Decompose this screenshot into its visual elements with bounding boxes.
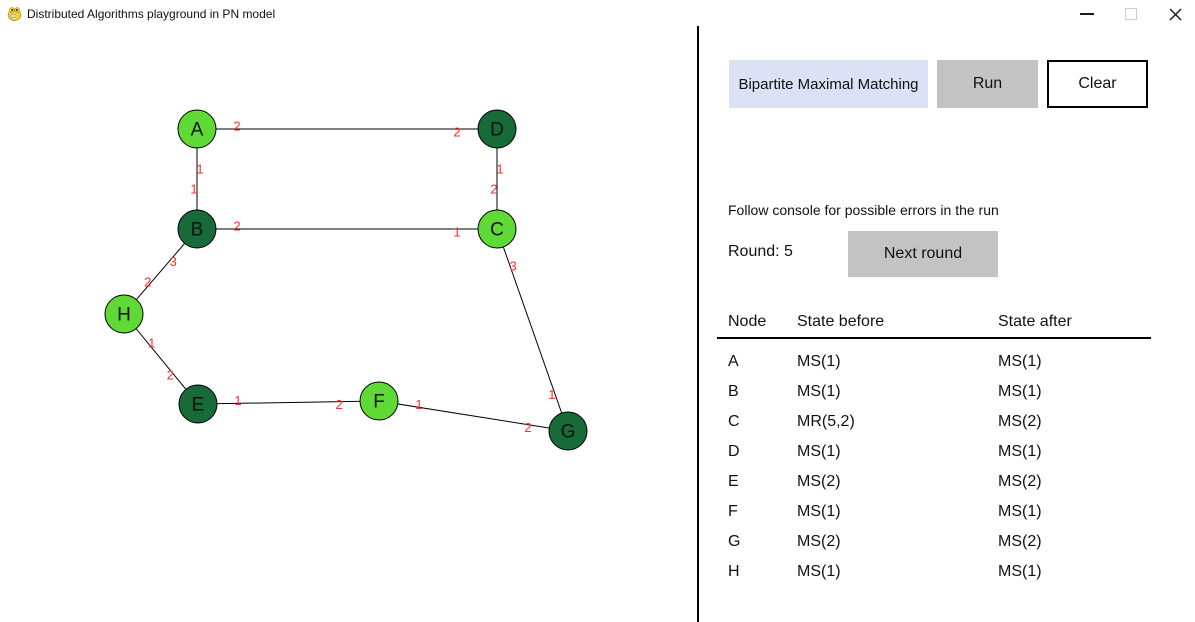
cell-node: A xyxy=(728,353,739,370)
cell-node: F xyxy=(728,503,738,520)
panel-divider xyxy=(697,26,699,622)
algorithm-label[interactable]: Bipartite Maximal Matching xyxy=(729,60,928,108)
graph-node-label-A: A xyxy=(191,120,204,141)
table-row: C MR(5,2) MS(2) xyxy=(728,407,1160,437)
header-state-before: State before xyxy=(797,313,885,330)
table-row: A MS(1) MS(1) xyxy=(728,347,1160,377)
port-label-B-3: 3 xyxy=(170,254,177,269)
cell-before: MS(1) xyxy=(797,353,841,370)
port-label-E-2: 2 xyxy=(167,368,174,383)
cell-node: C xyxy=(728,413,740,430)
port-label-H-1: 1 xyxy=(148,336,155,351)
next-round-button[interactable]: Next round xyxy=(848,231,998,277)
table-header: Node State before State after xyxy=(728,313,1160,331)
table-row: H MS(1) MS(1) xyxy=(728,557,1160,587)
port-label-D-1: 1 xyxy=(496,162,503,177)
header-node: Node xyxy=(728,313,767,330)
table-row: F MS(1) MS(1) xyxy=(728,497,1160,527)
header-state-after: State after xyxy=(998,313,1072,330)
cell-after: MS(2) xyxy=(998,413,1042,430)
graph-node-label-G: G xyxy=(561,422,576,443)
graph-node-label-F: F xyxy=(373,392,385,413)
graph-node-A[interactable] xyxy=(177,109,217,149)
graph-node-label-C: C xyxy=(490,220,504,241)
cell-node: H xyxy=(728,563,740,580)
port-label-E-1: 1 xyxy=(234,393,241,408)
clear-button[interactable]: Clear xyxy=(1047,60,1148,108)
port-label-A-1: 1 xyxy=(196,162,203,177)
port-label-C-3: 3 xyxy=(509,258,516,273)
cell-node: E xyxy=(728,473,739,490)
minimize-icon xyxy=(1080,13,1094,15)
graph-node-C[interactable] xyxy=(477,209,517,249)
table-row: B MS(1) MS(1) xyxy=(728,377,1160,407)
port-label-F-1: 1 xyxy=(415,397,422,412)
cell-before: MS(1) xyxy=(797,383,841,400)
graph-edge-F-G xyxy=(378,400,569,432)
graph-node-label-D: D xyxy=(490,120,504,141)
cell-before: MS(2) xyxy=(797,533,841,550)
cell-before: MR(5,2) xyxy=(797,413,855,430)
port-label-C-1: 1 xyxy=(453,225,460,240)
graph-node-G[interactable] xyxy=(548,411,588,451)
graph-node-label-B: B xyxy=(191,220,204,241)
graph-node-E[interactable] xyxy=(178,384,218,424)
console-hint-text: Follow console for possible errors in th… xyxy=(728,202,999,218)
graph-node-F[interactable] xyxy=(359,381,399,421)
table-header-rule xyxy=(717,337,1151,339)
graph-node-label-E: E xyxy=(192,395,205,416)
cell-before: MS(1) xyxy=(797,503,841,520)
port-label-H-2: 2 xyxy=(144,274,151,289)
port-label-B-2: 2 xyxy=(233,219,240,234)
cell-node: D xyxy=(728,443,740,460)
port-label-G-2: 2 xyxy=(524,420,531,435)
window-title: Distributed Algorithms playground in PN … xyxy=(27,7,276,21)
graph-node-D[interactable] xyxy=(477,109,517,149)
close-icon xyxy=(1169,8,1181,20)
table-row: G MS(2) MS(2) xyxy=(728,527,1160,557)
graph-canvas[interactable]: 1 1 2 2 2 1 1 2 3 2 1 2 1 2 1 2 3 1 A B C D E F G H xyxy=(0,0,697,622)
cell-after: MS(2) xyxy=(998,473,1042,490)
cell-after: MS(1) xyxy=(998,383,1042,400)
graph-edge-C-G xyxy=(496,228,569,432)
port-label-A-2: 2 xyxy=(233,119,240,134)
cell-before: MS(2) xyxy=(797,473,841,490)
cell-after: MS(1) xyxy=(998,503,1042,520)
port-label-C-2: 2 xyxy=(490,182,497,197)
cell-after: MS(2) xyxy=(998,533,1042,550)
cell-before: MS(1) xyxy=(797,563,841,580)
graph-node-label-H: H xyxy=(117,305,131,326)
graph-edge-E-F xyxy=(197,400,380,405)
port-label-F-2: 2 xyxy=(335,397,342,412)
port-label-D-2: 2 xyxy=(453,125,460,140)
cell-after: MS(1) xyxy=(998,443,1042,460)
table-row: E MS(2) MS(2) xyxy=(728,467,1160,497)
cell-before: MS(1) xyxy=(797,443,841,460)
minimize-button[interactable] xyxy=(1072,0,1102,28)
graph-node-B[interactable] xyxy=(177,209,217,249)
port-label-G-1: 1 xyxy=(548,387,555,402)
table-row: D MS(1) MS(1) xyxy=(728,437,1160,467)
graph-node-H[interactable] xyxy=(104,294,144,334)
close-button[interactable] xyxy=(1160,0,1190,28)
round-counter: Round: 5 xyxy=(728,243,793,260)
state-table: A MS(1) MS(1) B MS(1) MS(1) C MR(5,2) MS(2) D MS(1… xyxy=(728,347,1160,587)
cell-node: B xyxy=(728,383,739,400)
cell-after: MS(1) xyxy=(998,353,1042,370)
maximize-icon xyxy=(1125,8,1137,20)
python-app-icon xyxy=(7,6,22,21)
maximize-button[interactable] xyxy=(1116,0,1146,28)
cell-node: G xyxy=(728,533,741,550)
title-bar: Distributed Algorithms playground in PN … xyxy=(0,0,1195,28)
run-button[interactable]: Run xyxy=(937,60,1038,108)
cell-after: MS(1) xyxy=(998,563,1042,580)
port-label-B-1: 1 xyxy=(190,182,197,197)
